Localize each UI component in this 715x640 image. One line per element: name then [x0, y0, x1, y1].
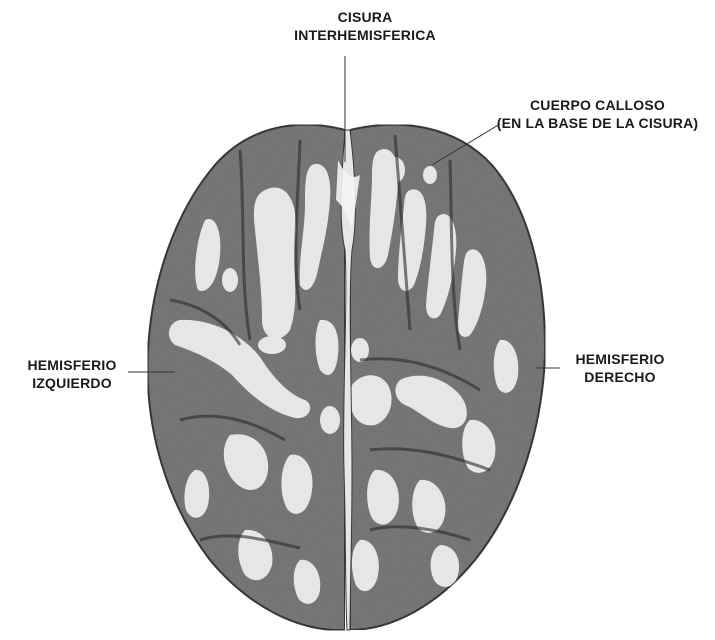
label-hemisferio-derecho: HEMISFERIO DERECHO — [545, 350, 695, 386]
label-cisura-line2: INTERHEMISFERICA — [265, 26, 465, 44]
label-izq-line1: HEMISFERIO — [2, 356, 142, 374]
left-hemisphere-shape — [148, 125, 345, 630]
label-cisura-line1: CISURA — [265, 8, 465, 26]
label-cuerpo-line2: (EN LA BASE DE LA CISURA) — [480, 114, 715, 132]
label-cuerpo-calloso: CUERPO CALLOSO (EN LA BASE DE LA CISURA) — [480, 96, 715, 132]
right-hemisphere-shape — [350, 125, 545, 630]
label-izq-line2: IZQUIERDO — [2, 374, 142, 392]
label-der-line2: DERECHO — [545, 368, 695, 386]
label-cuerpo-line1: CUERPO CALLOSO — [480, 96, 715, 114]
label-hemisferio-izquierdo: HEMISFERIO IZQUIERDO — [2, 356, 142, 392]
label-cisura-interhemisferica: CISURA INTERHEMISFERICA — [265, 8, 465, 44]
label-der-line1: HEMISFERIO — [545, 350, 695, 368]
